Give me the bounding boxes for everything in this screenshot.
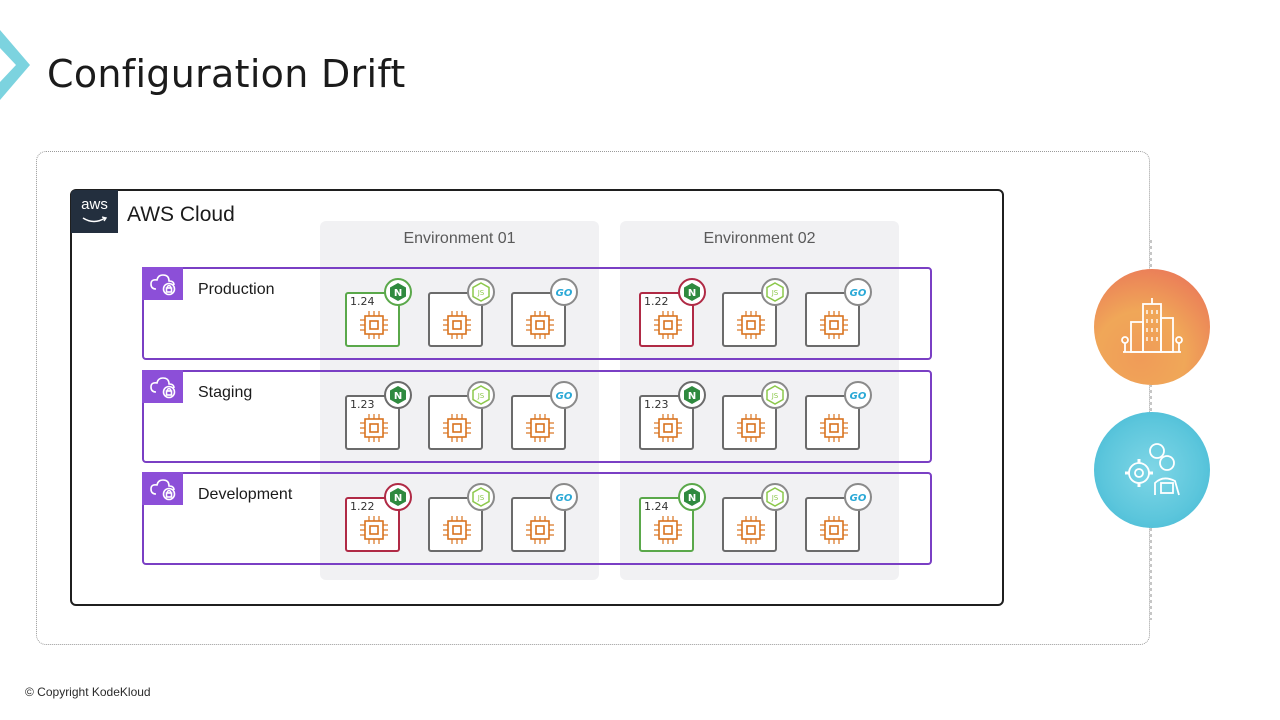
env-row-production: Production (142, 267, 932, 360)
nginx-icon: N (678, 483, 706, 511)
svg-text:JS: JS (771, 289, 779, 297)
nginx-instance-chip: 1.23 N (639, 381, 706, 450)
cloud-lock-icon (142, 370, 183, 403)
nginx-version: 1.24 (644, 500, 669, 513)
row-label: Staging (198, 384, 253, 401)
page-title: Configuration Drift (47, 52, 406, 96)
svg-text:GO: GO (556, 493, 573, 504)
nodejs-icon: JS (467, 381, 495, 409)
env-row-staging: Staging (142, 370, 932, 463)
cloud-lock-icon (142, 267, 183, 300)
nodejs-instance-chip: JS (722, 381, 789, 450)
nginx-letter: N (688, 288, 696, 299)
go-icon: GO (550, 278, 578, 306)
nodejs-instance-chip: JS (428, 381, 495, 450)
svg-text:JS: JS (477, 494, 485, 502)
go-instance-chip: GO (511, 381, 578, 450)
svg-text:JS: JS (477, 392, 485, 400)
corner-chevron-decoration (0, 30, 30, 100)
aws-logo: aws (71, 190, 118, 233)
go-instance-chip: GO (511, 278, 578, 347)
go-icon: GO (550, 483, 578, 511)
nginx-instance-chip: 1.22 N (639, 278, 706, 347)
nginx-icon: N (384, 278, 412, 306)
nodejs-icon: JS (467, 278, 495, 306)
nginx-icon: N (678, 381, 706, 409)
nodejs-icon: JS (761, 381, 789, 409)
nginx-letter: N (394, 288, 402, 299)
nginx-letter: N (394, 493, 402, 504)
nodejs-instance-chip: JS (428, 483, 495, 552)
svg-text:GO: GO (850, 493, 867, 504)
svg-text:JS: JS (771, 494, 779, 502)
nodejs-instance-chip: JS (722, 278, 789, 347)
copyright-footer: © Copyright KodeKloud (25, 685, 151, 699)
row-label: Production (198, 281, 275, 298)
nodejs-instance-chip: JS (428, 278, 495, 347)
nodejs-instance-chip: JS (722, 483, 789, 552)
environment-01-label: Environment 01 (403, 230, 516, 247)
nginx-version: 1.22 (644, 295, 669, 308)
nginx-instance-chip: 1.22 N (345, 483, 412, 552)
svg-text:JS: JS (477, 289, 485, 297)
svg-text:GO: GO (850, 288, 867, 299)
go-instance-chip: GO (805, 483, 872, 552)
outer-dotted-frame (36, 151, 1150, 645)
go-icon: GO (844, 483, 872, 511)
nginx-instance-chip: 1.24 N (345, 278, 412, 347)
cloud-lock-icon (142, 472, 183, 505)
nginx-letter: N (394, 391, 402, 402)
go-instance-chip: GO (805, 381, 872, 450)
nodejs-icon: JS (761, 278, 789, 306)
nodejs-icon: JS (467, 483, 495, 511)
nginx-version: 1.22 (350, 500, 375, 513)
nginx-icon: N (678, 278, 706, 306)
nginx-version: 1.24 (350, 295, 375, 308)
go-instance-chip: GO (805, 278, 872, 347)
nginx-icon: N (384, 381, 412, 409)
nginx-letter: N (688, 493, 696, 504)
go-icon: GO (844, 381, 872, 409)
nginx-letter: N (688, 391, 696, 402)
team-gear-icon (1094, 412, 1210, 528)
svg-text:GO: GO (556, 391, 573, 402)
nginx-version: 1.23 (350, 398, 375, 411)
aws-logo-text: aws (81, 196, 108, 213)
svg-text:JS: JS (771, 392, 779, 400)
svg-text:GO: GO (556, 288, 573, 299)
organization-building-icon (1094, 269, 1210, 385)
row-label: Development (198, 486, 293, 503)
go-instance-chip: GO (511, 483, 578, 552)
nginx-icon: N (384, 483, 412, 511)
nginx-version: 1.23 (644, 398, 669, 411)
aws-cloud-title: AWS Cloud (127, 203, 235, 226)
svg-text:GO: GO (850, 391, 867, 402)
nodejs-icon: JS (761, 483, 789, 511)
go-icon: GO (550, 381, 578, 409)
env-row-development: Development (142, 472, 932, 565)
nginx-instance-chip: 1.24 N (639, 483, 706, 552)
environment-02-label: Environment 02 (703, 230, 816, 247)
aws-smile-icon (82, 216, 108, 223)
go-icon: GO (844, 278, 872, 306)
nginx-instance-chip: 1.23 N (345, 381, 412, 450)
